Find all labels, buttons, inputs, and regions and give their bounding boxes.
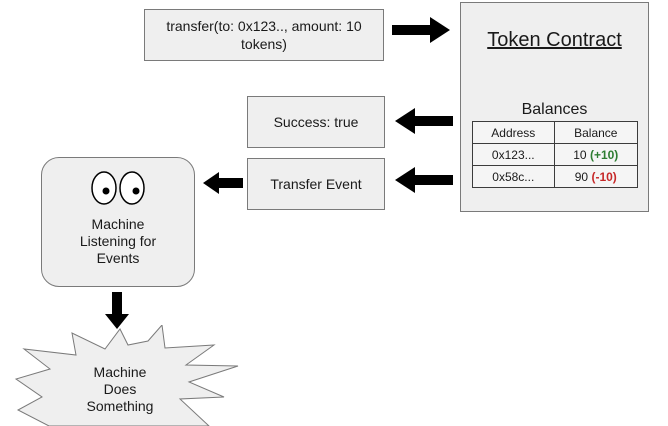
transfer-call-text: transfer(to: 0x123.., amount: 10 tokens) [166,18,362,52]
arrow-right-icon [392,17,450,43]
table-row: 0x58c... 90 (-10) [472,165,639,188]
transfer-event-box: Transfer Event [247,158,385,210]
address-cell: 0x123... [472,143,555,166]
balances-table: Address Balance 0x123... 10 (+10) 0x58c.… [472,121,639,188]
table-row: 0x123... 10 (+10) [472,143,639,166]
balance-change: (+10) [589,147,619,162]
token-contract-box: Token Contract Balances Address Balance … [460,2,649,212]
eyes-icon [91,171,145,205]
machine-does-something-label: Machine Does Something [86,364,154,414]
balances-header-row: Address Balance [472,121,639,144]
arrow-left-icon [395,108,453,134]
balances-title: Balances [521,101,588,118]
balance-value: 10 [573,147,587,162]
arrow-down-icon [105,292,129,329]
column-header: Address [472,121,555,144]
column-header: Balance [553,121,639,144]
arrow-left-icon [203,172,243,194]
machine-label: Machine Listening for Events [79,216,157,266]
balance-value: 90 [574,169,589,184]
transfer-event-text: Transfer Event [270,176,362,192]
success-box: Success: true [247,96,385,148]
transfer-call-box: transfer(to: 0x123.., amount: 10 tokens) [144,9,384,61]
listening-machine-box: Machine Listening for Events [41,157,195,287]
balance-cell: 10 (+10) [553,143,639,166]
balance-change: (-10) [591,169,617,184]
balance-cell: 90 (-10) [553,165,639,188]
address-cell: 0x58c... [472,165,555,188]
contract-title: Token Contract [487,29,622,51]
arrow-left-icon [395,167,453,193]
starburst-shape [14,325,239,426]
success-text: Success: true [273,114,359,130]
